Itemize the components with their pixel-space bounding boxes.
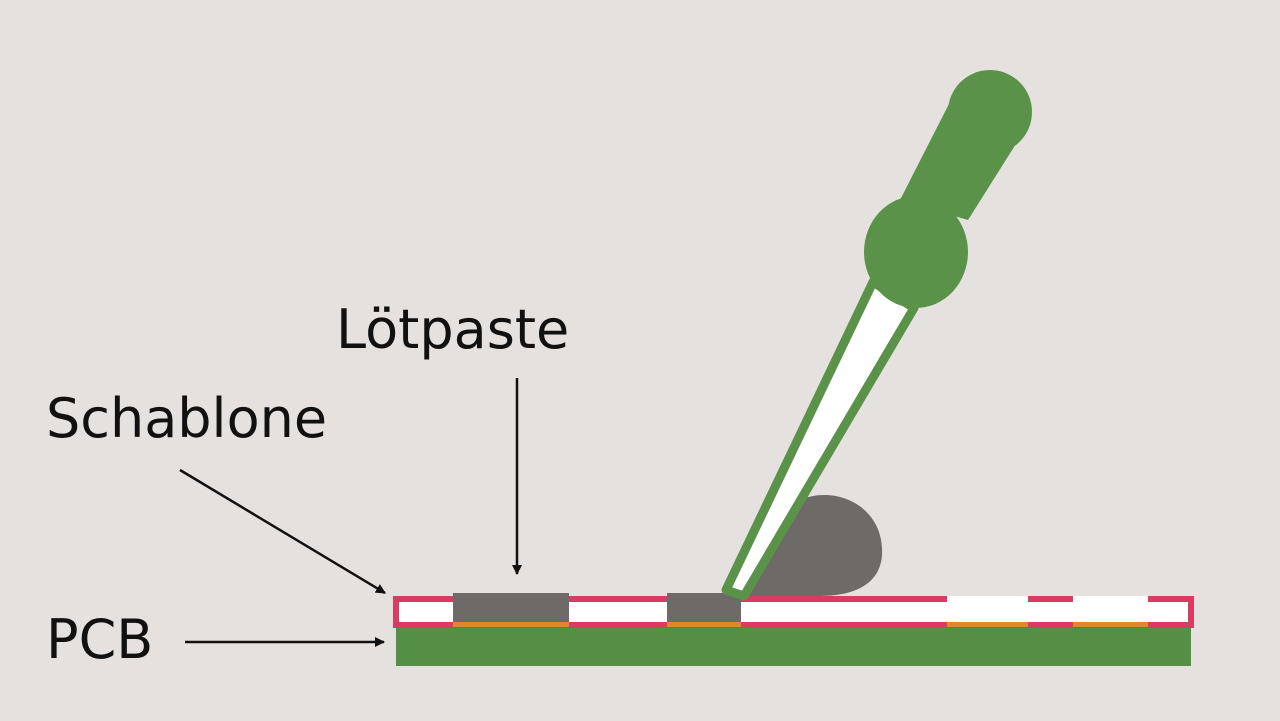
solder-paste-bead [745,495,883,596]
arrow-stencil [179,468,386,595]
pad-1 [453,622,569,627]
stencil-opening-empty-2 [1073,596,1148,622]
pad-2 [667,622,741,627]
stencil [393,593,1194,628]
stencil-opening-empty-1 [947,596,1028,622]
label-pcb: PCB [46,608,154,671]
label-loetpaste: Lötpaste [336,298,570,361]
pad-4 [1073,622,1148,627]
stencil-opening-filled-2 [667,593,741,622]
label-schablone: Schablone [46,387,328,450]
pcb-board [396,626,1191,666]
pad-3 [947,622,1028,627]
stencil-opening-filled-1 [453,593,569,622]
squeegee-handle [864,70,1032,308]
